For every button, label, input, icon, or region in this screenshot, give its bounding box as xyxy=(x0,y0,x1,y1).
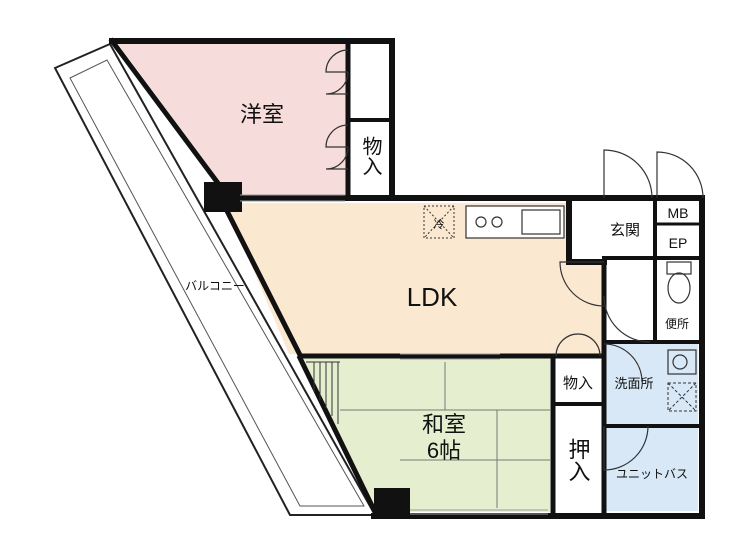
toilet-fixture xyxy=(666,261,692,304)
western-room-label: 洋室 xyxy=(240,102,284,127)
entrance-label: 玄関 xyxy=(610,222,640,239)
column-lower xyxy=(374,488,410,516)
closet-top-label: 物入 xyxy=(359,136,382,176)
western-room-fill xyxy=(118,44,348,198)
oshiire-label: 押入 xyxy=(566,438,591,482)
walls xyxy=(108,37,705,519)
japanese-room-fill xyxy=(303,358,550,512)
balcony-label: バルコニー xyxy=(185,279,245,293)
kitchen-counter xyxy=(465,205,565,239)
unit-bath-fill xyxy=(605,426,698,511)
wash-basin xyxy=(667,349,697,375)
step-hatch xyxy=(306,361,340,424)
toilet-label: 便所 xyxy=(665,317,689,331)
column-upper xyxy=(204,182,242,212)
closet-middle-label: 物入 xyxy=(563,375,593,392)
range-hood xyxy=(423,205,455,239)
ldk-fill xyxy=(225,203,604,354)
unit-bath-label: ユニットバス xyxy=(616,467,688,481)
tatami-lines xyxy=(340,362,550,508)
meter-box-label: MB xyxy=(668,205,689,221)
doors xyxy=(325,49,704,471)
ldk-label: LDK xyxy=(407,282,458,312)
washroom-label: 洗面所 xyxy=(614,376,653,391)
windows xyxy=(240,194,548,515)
washroom-fill xyxy=(605,344,698,424)
japanese-room-size-label: 6帖 xyxy=(427,438,461,463)
range-hood-mark: 冷 xyxy=(434,218,445,231)
ep-label: EP xyxy=(669,235,688,251)
washer-space xyxy=(667,382,697,412)
japanese-room-label: 和室 xyxy=(422,412,466,437)
